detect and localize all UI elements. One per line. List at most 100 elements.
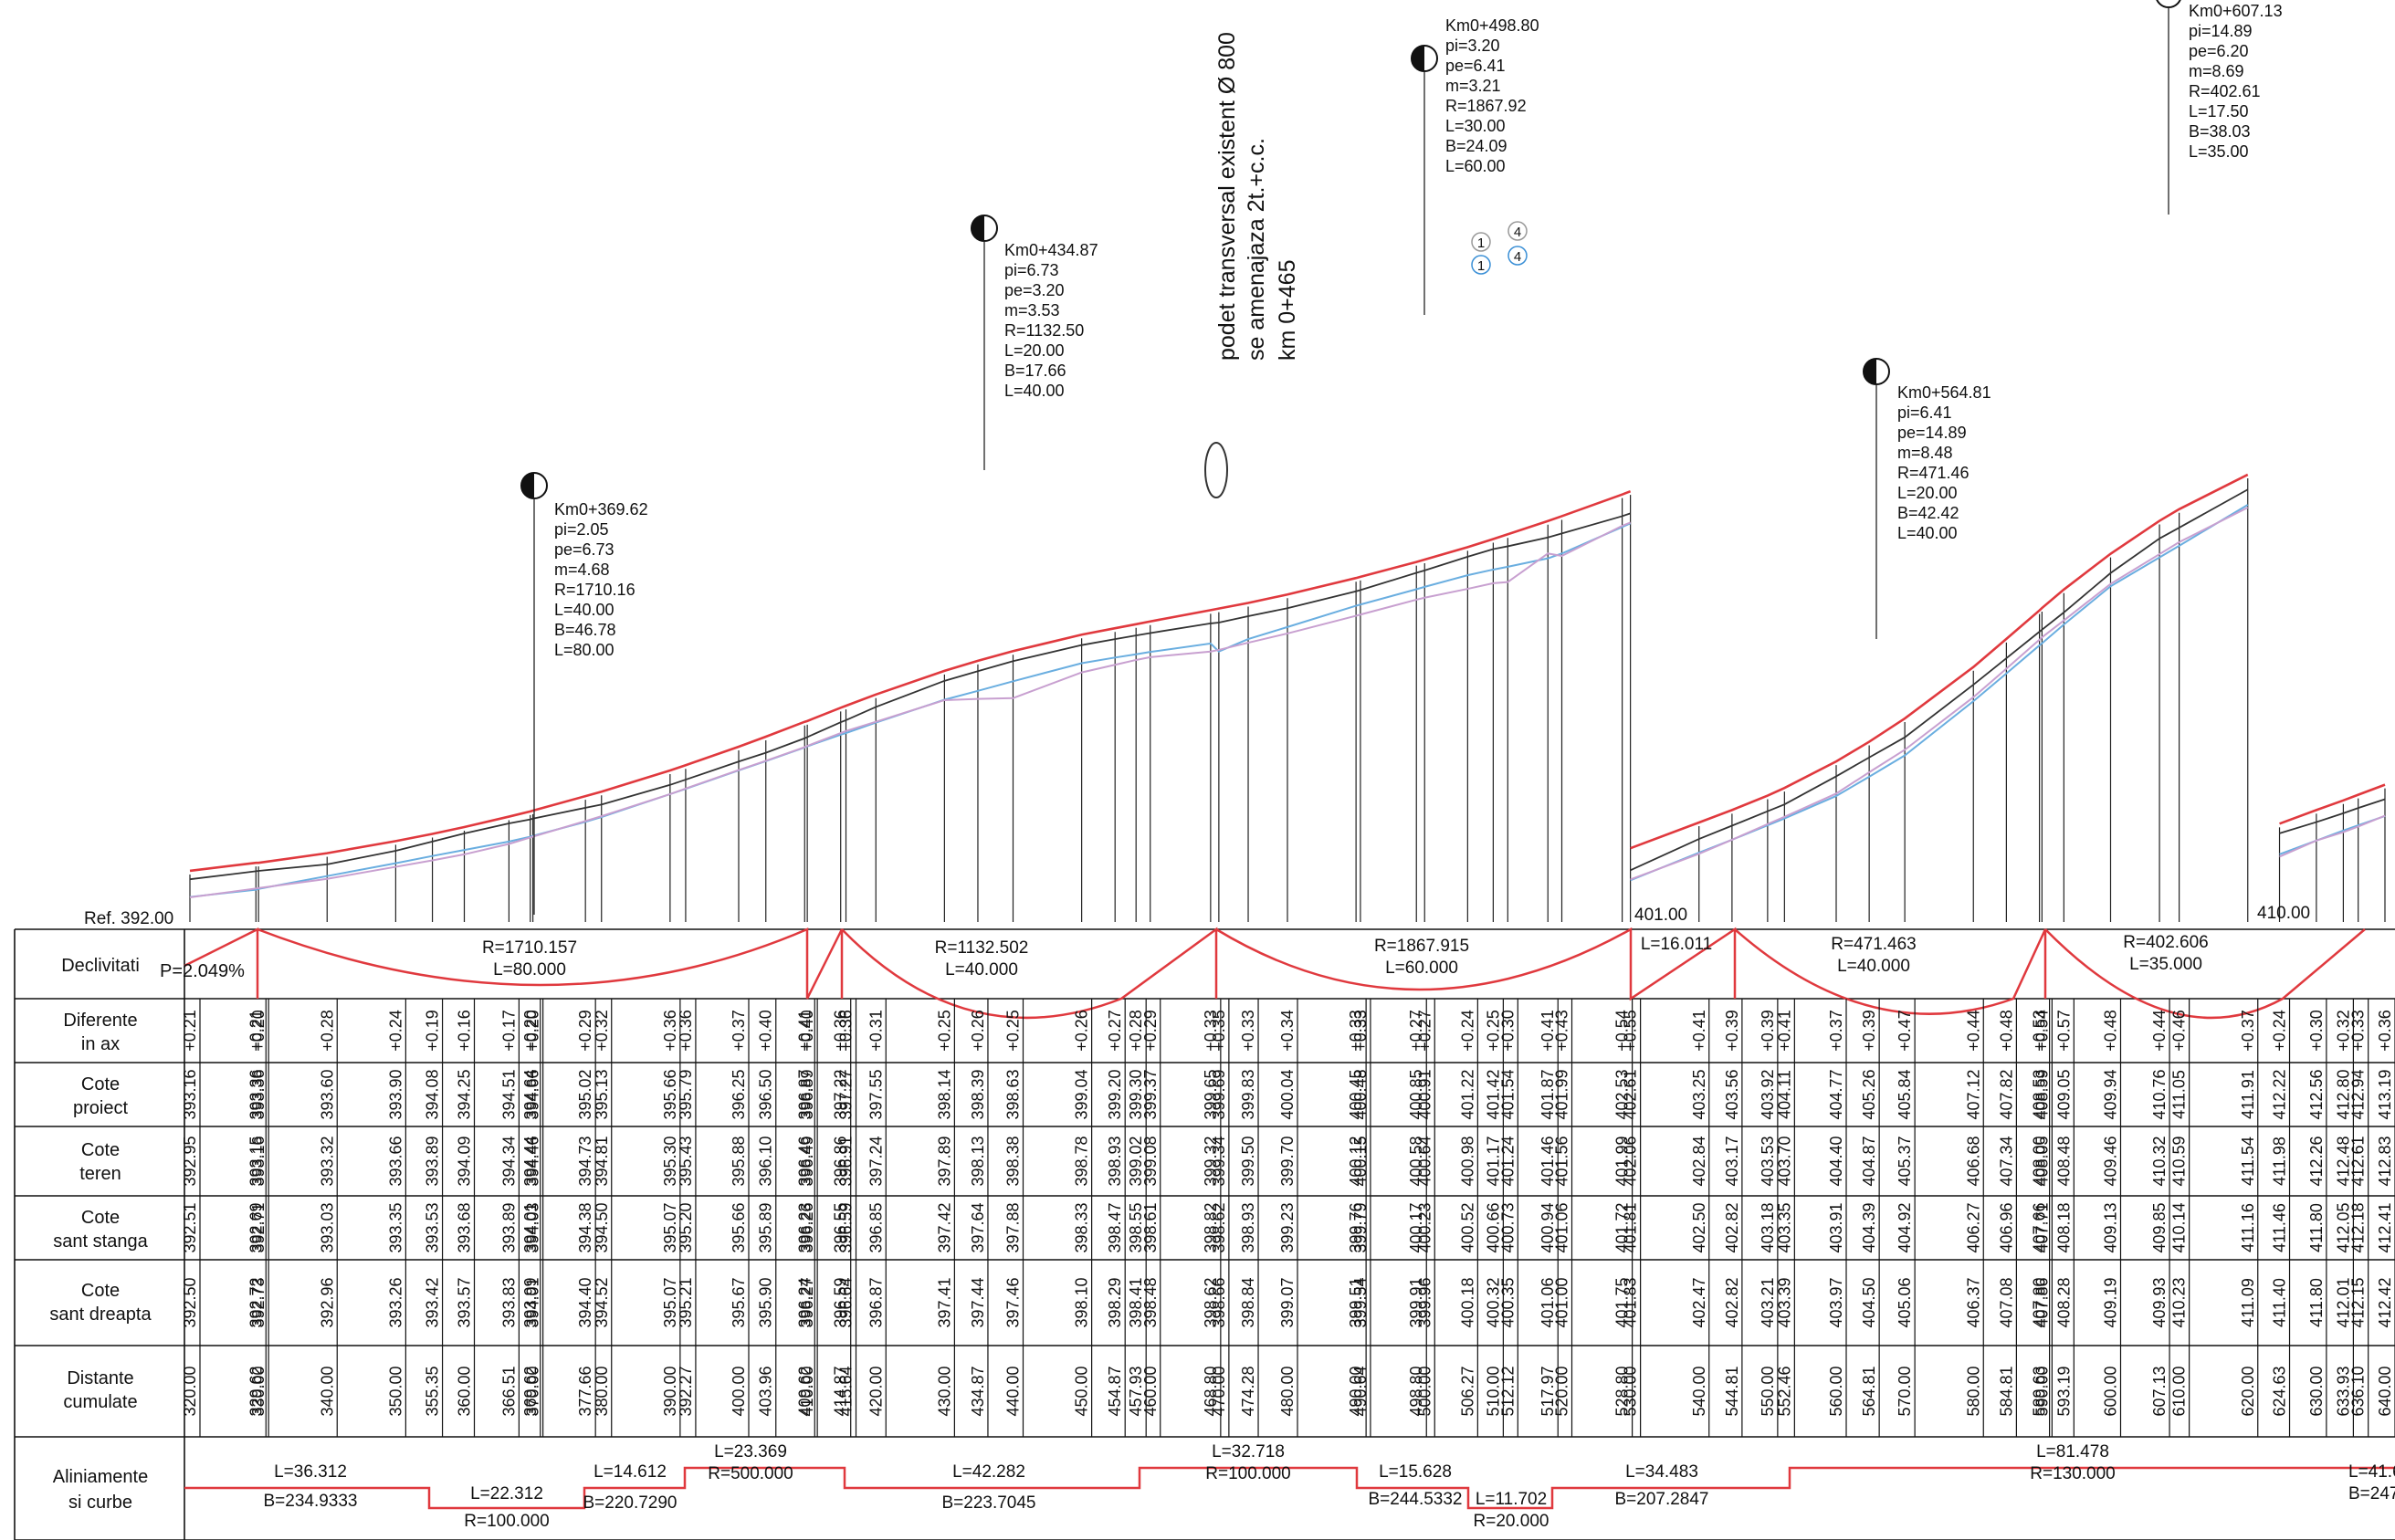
cell-teren: 412.26 bbox=[2307, 1136, 2326, 1186]
cell-dreapta: 395.07 bbox=[661, 1277, 679, 1327]
cell-proiect: 402.61 bbox=[1622, 1069, 1640, 1119]
cell-stanga: 396.85 bbox=[867, 1202, 885, 1252]
cell-stanga: 398.93 bbox=[1239, 1202, 1257, 1252]
row-label-proiect-1: Cote bbox=[81, 1074, 120, 1095]
cell-dreapta: 398.48 bbox=[1141, 1277, 1160, 1327]
cell-teren: 394.09 bbox=[456, 1136, 474, 1186]
align-2-b: R=100.000 bbox=[464, 1512, 550, 1531]
marker-4-grey: 4 bbox=[1514, 225, 1521, 240]
cell-dif: +0.33 bbox=[1351, 1010, 1370, 1052]
cell-dreapta: 407.80 bbox=[2031, 1277, 2049, 1327]
cell-dif: +0.24 bbox=[1458, 1010, 1476, 1052]
cell-dreapta: 392.96 bbox=[318, 1277, 336, 1327]
cell-dif: +0.55 bbox=[1622, 1010, 1640, 1052]
cell-stanga: 399.23 bbox=[1278, 1202, 1297, 1252]
cell-stanga: 401.81 bbox=[1622, 1202, 1640, 1252]
cell-dif: +0.36 bbox=[832, 1010, 850, 1052]
cell-teren: 396.10 bbox=[757, 1136, 775, 1186]
cell-stanga: 396.26 bbox=[798, 1202, 816, 1252]
cell-stanga: 403.35 bbox=[1775, 1202, 1793, 1252]
cell-stanga: 411.46 bbox=[2271, 1203, 2289, 1252]
cell-proiect: 399.37 bbox=[1141, 1069, 1160, 1119]
cell-stanga: 407.66 bbox=[2031, 1202, 2049, 1252]
cell-proiect: 398.39 bbox=[969, 1069, 987, 1119]
cell-proiect: 411.91 bbox=[2239, 1070, 2257, 1119]
align-4-b: R=500.000 bbox=[708, 1464, 793, 1483]
cell-dreapta: 395.21 bbox=[677, 1277, 695, 1327]
cell-dif: +0.27 bbox=[1407, 1010, 1425, 1052]
cell-teren: 398.38 bbox=[1004, 1136, 1023, 1186]
cell-dif: +0.29 bbox=[576, 1010, 594, 1052]
cell-proiect: 405.84 bbox=[1896, 1069, 1914, 1119]
cell-dreapta: 392.73 bbox=[249, 1277, 268, 1327]
cell-dif: +0.25 bbox=[1004, 1010, 1023, 1052]
row-label-aliniamente-1: Aliniamente bbox=[53, 1467, 149, 1487]
cell-proiect: 399.30 bbox=[1127, 1069, 1145, 1119]
cell-teren: 394.46 bbox=[524, 1136, 542, 1186]
cell-dreapta: 401.75 bbox=[1613, 1277, 1632, 1327]
cell-dreapta: 396.64 bbox=[836, 1277, 855, 1327]
cell-teren: 395.88 bbox=[730, 1136, 748, 1186]
cell-dist: 512.12 bbox=[1498, 1366, 1517, 1416]
vc1-line-4: R=1710.16 bbox=[554, 581, 636, 599]
decl-curve-2-l: L=40.000 bbox=[945, 960, 1018, 980]
vc4-line-5: L=20.00 bbox=[1897, 484, 1958, 502]
vc3-line-1: pi=3.20 bbox=[1445, 37, 1500, 55]
vc4-line-6: B=42.42 bbox=[1897, 504, 1959, 522]
cell-dreapta: 403.21 bbox=[1759, 1277, 1777, 1327]
cell-dreapta: 392.72 bbox=[247, 1277, 265, 1327]
cell-dreapta: 394.52 bbox=[593, 1277, 611, 1327]
cell-stanga: 392.71 bbox=[249, 1202, 268, 1252]
cell-teren: 396.46 bbox=[795, 1136, 814, 1186]
cell-teren: 393.16 bbox=[249, 1136, 268, 1186]
align-6-b: R=100.000 bbox=[1205, 1464, 1291, 1483]
cell-dreapta: 396.27 bbox=[798, 1277, 816, 1327]
cell-teren: 407.34 bbox=[1997, 1136, 2015, 1186]
cell-dist: 320.00 bbox=[181, 1366, 199, 1416]
cell-dist: 457.93 bbox=[1127, 1366, 1145, 1416]
cell-teren: 394.73 bbox=[576, 1136, 594, 1186]
cell-dist: 410.00 bbox=[798, 1366, 816, 1416]
cell-stanga: 400.73 bbox=[1498, 1202, 1517, 1252]
cell-teren: 412.48 bbox=[2334, 1136, 2352, 1186]
cell-dreapta: 406.37 bbox=[1964, 1277, 1982, 1327]
cell-dist: 390.00 bbox=[661, 1366, 679, 1416]
cell-proiect: 397.27 bbox=[836, 1069, 855, 1119]
cell-dreapta: 412.01 bbox=[2334, 1277, 2352, 1327]
cell-dif: +0.36 bbox=[677, 1010, 695, 1052]
cell-dreapta: 398.62 bbox=[1202, 1277, 1220, 1327]
cell-proiect: 395.13 bbox=[593, 1069, 611, 1119]
cell-teren: 408.05 bbox=[2033, 1136, 2051, 1186]
vc5-line-4: R=402.61 bbox=[2189, 82, 2261, 100]
cell-dif: +0.20 bbox=[521, 1010, 540, 1052]
align-5-a: L=42.282 bbox=[952, 1462, 1025, 1482]
cell-proiect: 399.69 bbox=[1210, 1069, 1228, 1119]
cell-dreapta: 403.97 bbox=[1827, 1277, 1845, 1327]
cell-dreapta: 412.42 bbox=[2376, 1277, 2394, 1327]
cell-teren: 404.40 bbox=[1827, 1136, 1845, 1186]
align-6-a: L=32.718 bbox=[1212, 1442, 1285, 1461]
cell-dreapta: 393.99 bbox=[521, 1277, 540, 1327]
right-ditch-line bbox=[1630, 507, 2249, 881]
culvert-line-1: podet transversal existent Ø 800 bbox=[1214, 32, 1240, 361]
cell-dreapta: 407.86 bbox=[2033, 1277, 2051, 1327]
cell-dif: +0.40 bbox=[757, 1010, 775, 1052]
cell-proiect: 394.08 bbox=[424, 1069, 442, 1119]
cell-dist: 377.66 bbox=[576, 1366, 594, 1416]
cell-dif: +0.39 bbox=[1723, 1010, 1741, 1052]
cell-dif: +0.35 bbox=[1210, 1010, 1228, 1052]
cell-teren: 399.02 bbox=[1127, 1136, 1145, 1186]
cell-dreapta: 396.24 bbox=[795, 1277, 814, 1327]
align-9-a: L=34.483 bbox=[1625, 1462, 1698, 1482]
marker-4-blue: 4 bbox=[1514, 249, 1521, 265]
cell-dif: +0.41 bbox=[1775, 1010, 1793, 1052]
decl-curve-3-l: L=60.000 bbox=[1385, 959, 1458, 978]
cell-stanga: 411.80 bbox=[2307, 1203, 2326, 1252]
cell-proiect: 401.42 bbox=[1484, 1069, 1502, 1119]
cell-dist: 607.13 bbox=[2150, 1366, 2169, 1416]
cell-stanga: 404.39 bbox=[1860, 1202, 1878, 1252]
cell-proiect: 404.77 bbox=[1827, 1069, 1845, 1119]
cell-teren: 404.87 bbox=[1860, 1136, 1878, 1186]
culvert-annotation: podet transversal existent Ø 800 se amen… bbox=[1204, 32, 1300, 498]
cell-stanga: 398.55 bbox=[1127, 1202, 1145, 1252]
